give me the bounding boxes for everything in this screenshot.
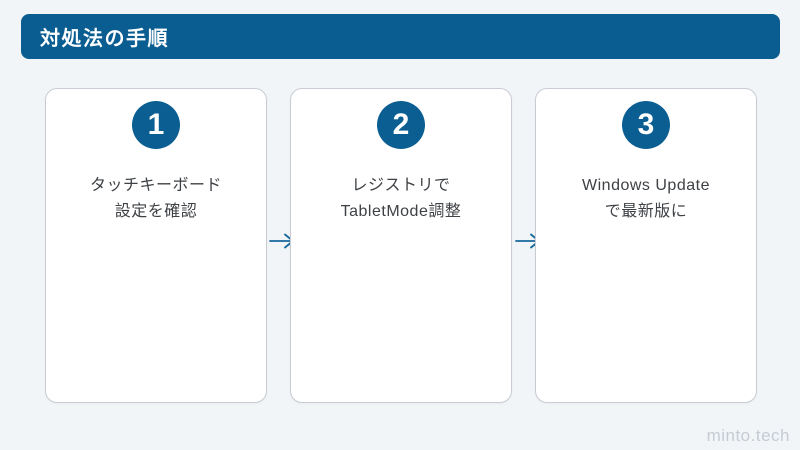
step-description: タッチキーボード 設定を確認 (90, 173, 222, 225)
steps-container: 1 タッチキーボード 設定を確認 2 レジストリで TabletMode調整 3… (45, 88, 757, 403)
step-text-line2: TabletMode調整 (340, 203, 462, 220)
step-text-line1: レジストリで (351, 177, 451, 194)
header-bar: 対処法の手順 (21, 14, 780, 59)
page-title: 対処法の手順 (40, 28, 169, 50)
step-number-badge: 1 (132, 101, 180, 149)
step-text-line1: Windows Update (582, 177, 710, 194)
step-description: レジストリで TabletMode調整 (341, 173, 462, 225)
step-text-line1: タッチキーボード (89, 177, 222, 194)
step-card-2: 2 レジストリで TabletMode調整 (290, 88, 512, 403)
step-card-1: 1 タッチキーボード 設定を確認 (45, 88, 267, 403)
step-text-line2: で最新版に (604, 203, 688, 220)
step-text-line2: 設定を確認 (114, 203, 198, 220)
step-card-3: 3 Windows Update で最新版に (535, 88, 757, 403)
site-watermark: minto.tech (706, 426, 790, 445)
step-number-badge: 2 (377, 101, 425, 149)
step-description: Windows Update で最新版に (582, 173, 710, 225)
step-number-badge: 3 (622, 101, 670, 149)
